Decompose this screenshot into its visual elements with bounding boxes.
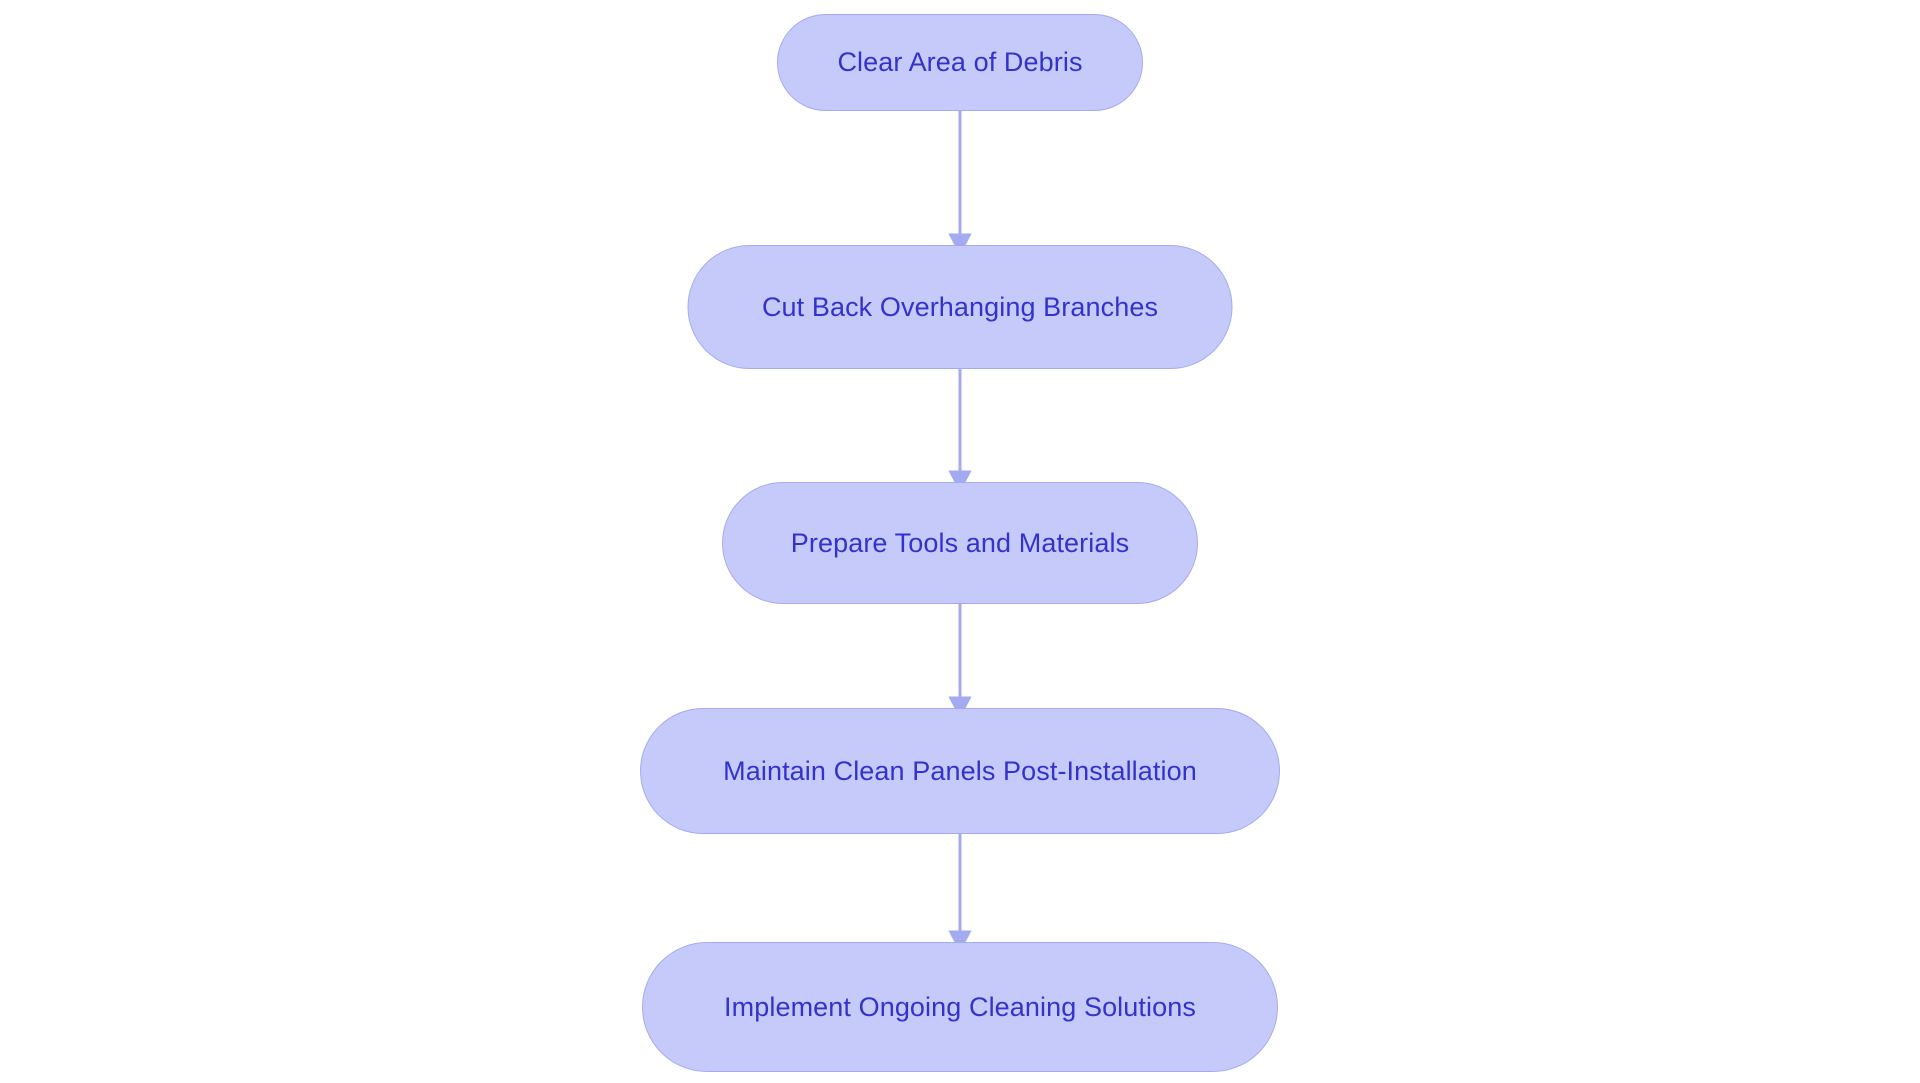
flowchart-node-label: Cut Back Overhanging Branches [761, 291, 1159, 322]
flowchart-node-label: Maintain Clean Panels Post-Installation [723, 755, 1197, 786]
flowchart-node-label: Implement Ongoing Cleaning Solutions [724, 991, 1196, 1022]
flowchart-node-label: Clear Area of Debris [837, 47, 1083, 77]
flowchart-node[interactable]: Cut Back Overhanging Branches [687, 245, 1233, 369]
flowchart-node[interactable]: Maintain Clean Panels Post-Installation [640, 708, 1280, 834]
flowchart-node[interactable]: Clear Area of Debris [777, 14, 1143, 111]
flowchart-node[interactable]: Implement Ongoing Cleaning Solutions [642, 942, 1278, 1072]
flowchart-node[interactable]: Prepare Tools and Materials [722, 482, 1198, 604]
flowchart-node-label: Prepare Tools and Materials [790, 527, 1130, 558]
